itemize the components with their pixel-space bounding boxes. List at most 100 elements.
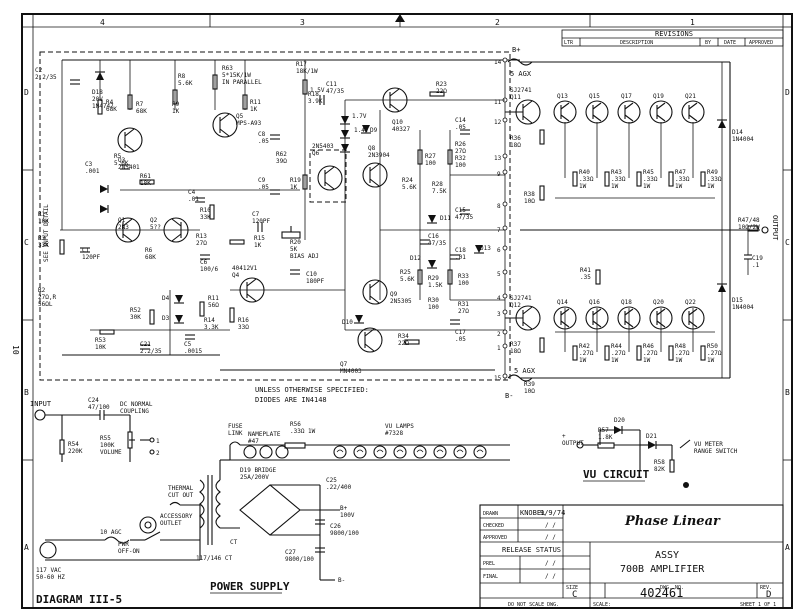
zone-side-c-left: C <box>24 238 29 247</box>
pin-2: 2 <box>497 331 501 338</box>
size-label: SIZE <box>566 585 578 591</box>
c3-label: C3.001 <box>85 161 100 175</box>
power-supply <box>39 441 510 581</box>
connector-pin-2 <box>502 117 508 123</box>
transistor-q12 <box>505 305 541 331</box>
vu-lamp-0 <box>333 445 347 459</box>
transistor-q11 <box>505 99 541 125</box>
r41-label: R41.35 <box>580 267 591 281</box>
resistor-top0 <box>572 171 578 187</box>
d13-label: D13 <box>480 245 491 252</box>
pin-15: 15 <box>494 375 502 382</box>
rev-label: REV. <box>760 585 772 591</box>
rev-col-approved: APPROVED <box>749 40 773 46</box>
diagram-label: DIAGRAM III-5 <box>36 593 122 606</box>
size-value: C <box>572 590 577 600</box>
trans-label: 117/146 CT <box>196 555 233 562</box>
zone-top-1: 1 <box>690 18 695 27</box>
zone-top-4: 4 <box>100 18 105 27</box>
revisions-block: REVISIONS LTR DESCRIPTION BY DATE APPROV… <box>561 29 784 47</box>
transistor-q7 <box>357 327 383 353</box>
resistor-bot1 <box>604 345 610 361</box>
resistor-top1 <box>604 171 610 187</box>
vu-lamp-5 <box>433 445 447 459</box>
zone-top-3: 3 <box>300 18 305 27</box>
fuse10-label: 10 AGC <box>100 529 122 536</box>
pin1-label: 1 <box>156 438 160 445</box>
approved-label: APPROVED <box>483 535 507 541</box>
company-name: Phase Linear <box>624 514 721 529</box>
zone-side-d-left: D <box>24 88 29 97</box>
pin-1: 1 <box>497 345 501 352</box>
c9-label: C9.05 <box>258 177 269 191</box>
see-input-detail-label: SEE INPUT DETAIL <box>43 204 50 262</box>
pin2-label: 2 <box>156 450 160 457</box>
pin-7: 7 <box>497 227 501 234</box>
rev-value: D <box>766 590 771 600</box>
c19-label: C19.1 <box>752 255 763 269</box>
transistor-q3 <box>117 127 143 153</box>
resistor-r4748 <box>747 225 759 232</box>
vu-lamp-1 <box>353 445 367 459</box>
zone-side-b-right: B <box>785 388 790 397</box>
c14-label: C14.05 <box>455 117 466 131</box>
input-detail <box>34 409 155 462</box>
transistor-q4 <box>239 277 265 303</box>
rev-col-ltr: LTR <box>564 40 574 46</box>
transistor-q1 <box>115 217 141 243</box>
title-block <box>479 504 784 609</box>
d12-label: D12 <box>410 255 421 262</box>
connector-pin-11 <box>502 329 508 335</box>
revisions-title: REVISIONS <box>655 30 693 38</box>
power-supply-caption: POWER SUPPLY <box>210 580 290 593</box>
final-label: FINAL <box>483 574 498 580</box>
q21-label: Q21 <box>685 93 696 100</box>
fuse-bottom-label: 5 AGX <box>514 367 536 375</box>
checked-date: / / <box>545 522 556 529</box>
transistor-q2 <box>163 217 189 243</box>
bias-pot-r20 <box>281 226 301 239</box>
nameplate-lamp-0 <box>243 445 257 459</box>
zone-markers-top: 4 3 2 1 <box>100 18 695 27</box>
resistor-r38 <box>539 185 545 201</box>
noscale-label: DO NOT SCALE DWG. <box>508 602 559 608</box>
amplifier-board-outline <box>39 51 511 381</box>
transistor-q15 <box>585 100 609 124</box>
transistor-q6 <box>309 149 347 203</box>
pin-6: 6 <box>497 247 501 254</box>
d3-label: D3 <box>162 315 170 322</box>
vu-lamps-label: VU LAMPS#7328 <box>385 423 414 437</box>
resistor-bot4 <box>700 345 706 361</box>
vu-lamp-6 <box>453 445 467 459</box>
pin-11: 11 <box>494 99 502 106</box>
pin-14: 14 <box>494 59 502 66</box>
sheet-label: SHEET 1 OF 1 <box>740 602 776 608</box>
connector-pin-9 <box>502 293 508 299</box>
